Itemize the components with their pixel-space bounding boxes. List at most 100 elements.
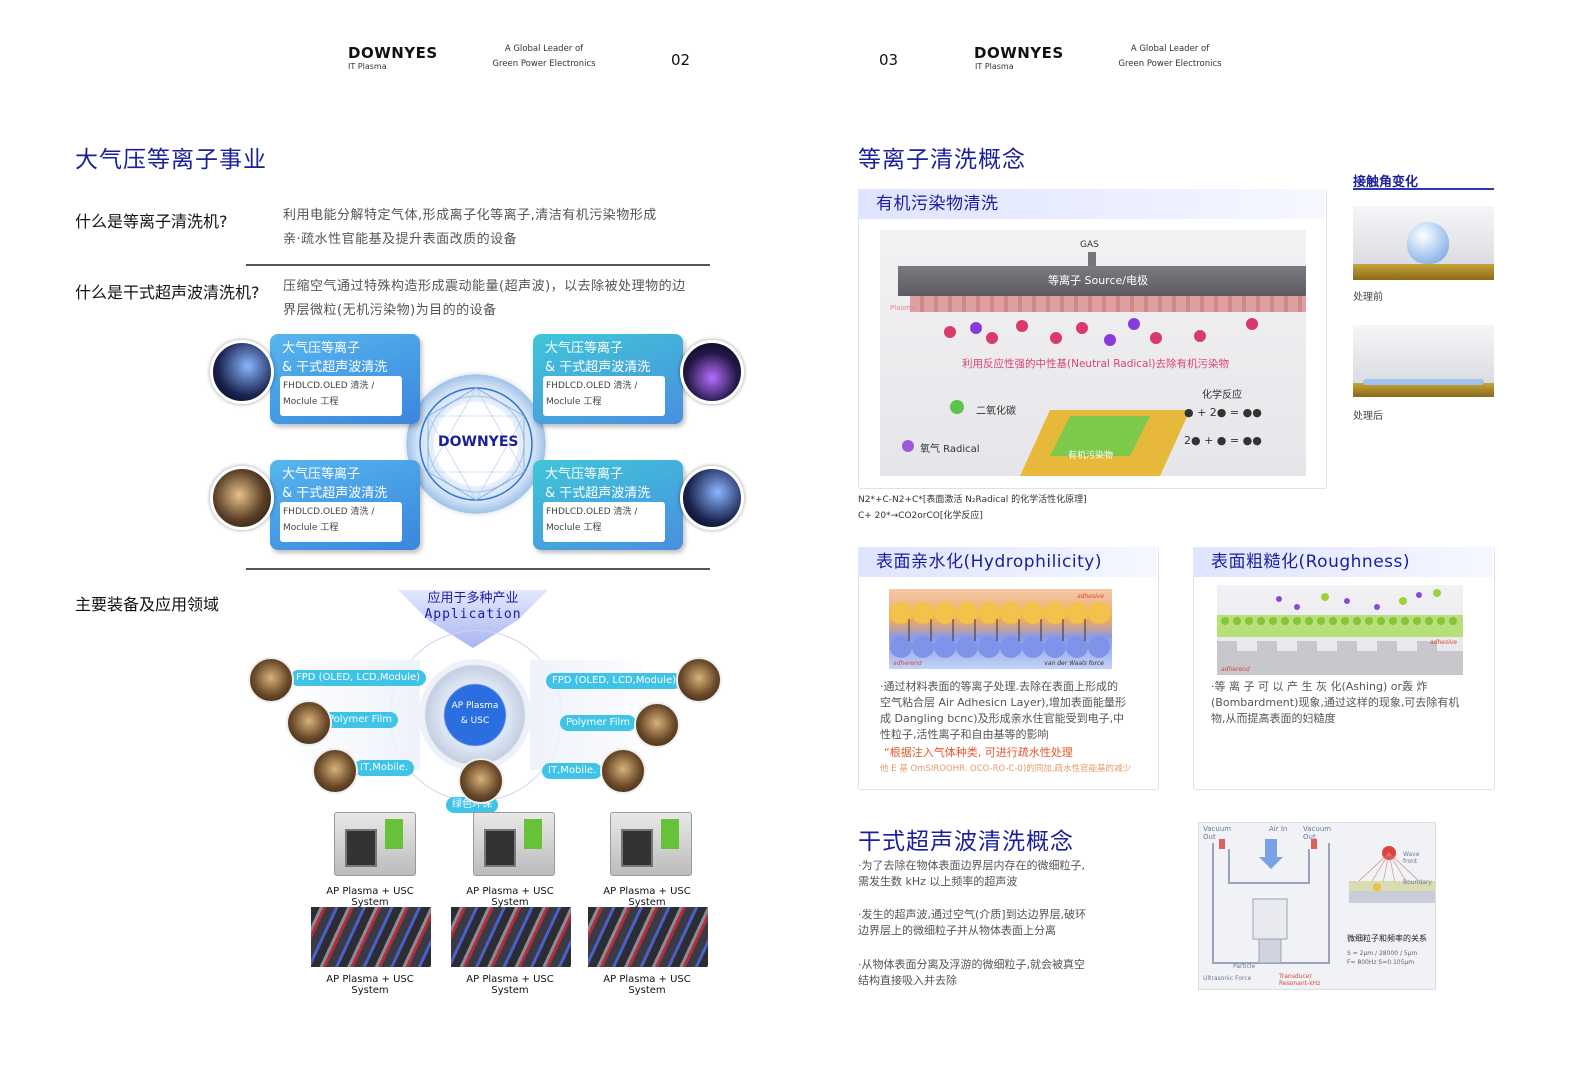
contaminant-label: 有机污染物: [1068, 451, 1114, 461]
divider: [246, 568, 710, 570]
equipment-photo: [458, 758, 504, 804]
equipment-photo: [676, 657, 722, 703]
contaminant-layer: [1020, 410, 1190, 476]
badge-line: & USC: [460, 716, 490, 726]
dry-line: ·为了去除在物体表面边界层内存在的微细粒子,: [858, 859, 1085, 872]
system-caption: AP Plasma + USC System: [326, 886, 414, 908]
ultrasonic-force-label: Ultrasonic Force: [1203, 975, 1252, 982]
service-card: 大气压等离子& 干式超声波清洗 FHDLCD.OLED 清洗 /Moclule …: [270, 334, 420, 424]
ultrasonic-diagram: Vacuum Out Air In Vacuum Out Wave front …: [1198, 822, 1436, 990]
tagline: A Global Leader of Green Power Electroni…: [1114, 42, 1226, 72]
page-number: 02: [671, 51, 691, 69]
hydro-diagram: adhesive adherend van der Waals force: [889, 589, 1112, 669]
card-sub-line: Moclule 工程: [546, 523, 602, 533]
app-pill: FPD (OLED, LCD,Module): [546, 673, 683, 689]
answer-plasma: 利用电能分解特定气体,形成离子化等离子,清洁有机污染物形成 亲·疏水性官能基及提…: [283, 204, 723, 252]
card-sub-line: FHDLCD.OLED 清洗 /: [283, 381, 375, 391]
question-ultrasonic: 什么是干式超声波清洗机?: [75, 283, 260, 302]
equipment-photo: [680, 340, 744, 404]
hydro-small-note: 他 E 基 OmSIROOHR. OCO-RO-C-0)的同加,疏水性官能基的减…: [880, 764, 1131, 774]
card-sub-line: Moclule 工程: [546, 397, 602, 407]
contact-underline: [1353, 188, 1494, 190]
application-label: 应用于多种产业 Application: [398, 591, 548, 623]
co2-label: 二氧化碳: [976, 406, 1016, 417]
dry-paragraph: ·发生的超声波,通过空气(介质]到达边界层,破环 边界层上的微细粒子并从物体表面…: [858, 907, 1148, 939]
hydro-desc-line: ·通过材料表面的等离子处理.去除在表面上形成的: [880, 680, 1118, 693]
hydro-heading: 表面亲水化(Hydrophilicity): [858, 547, 1157, 577]
substrate: [1353, 264, 1494, 280]
dry-line: ·发生的超声波,通过空气(介质]到达边界层,破环: [858, 908, 1087, 921]
before-label: 处理前: [1353, 292, 1383, 303]
answer-line: 亲·疏水性官能基及提升表面改质的设备: [283, 232, 518, 247]
plasma-label: Plasma: [890, 304, 916, 312]
radical-text: 利用反应性强的中性基(Neutral Radical)去除有机污染物: [962, 358, 1229, 370]
boundary-bar: [1349, 891, 1435, 903]
card-sub-line: FHDLCD.OLED 清洗 /: [283, 507, 375, 517]
formula-2: C+ 20*→CO2orCO[化学反应]: [858, 511, 983, 521]
relation-label: 微细粒子和频率的关系: [1347, 934, 1427, 943]
vdw-label: van der Waals force: [1044, 660, 1104, 667]
dry-line: 需发生数 kHz 以上频率的超声波: [858, 875, 1018, 888]
oxygen-label: 氧气 Radical: [920, 444, 980, 455]
card-sub-line: Moclule 工程: [283, 397, 339, 407]
tagline-line-1: A Global Leader of: [504, 44, 584, 54]
reaction-formula: 2● + ● = ●●: [1184, 434, 1262, 447]
brand-sub: IT Plasma: [348, 62, 387, 71]
wave-drawing: [1349, 846, 1435, 893]
equipment-photo: [286, 700, 332, 746]
equipment-photo: [600, 748, 646, 794]
center-logo-ring: DOWNYES: [406, 374, 546, 514]
vacuum-out-label: Vacuum Out: [1203, 825, 1232, 841]
app-pill: IT,Mobile.: [354, 760, 415, 776]
answer-line: 压缩空气通过特殊构造形成震动能量(超声波)，以去除被处理物的边: [283, 279, 686, 294]
system-caption: AP Plasma + USC System: [466, 974, 554, 996]
brand-logo: DOWNYES: [348, 44, 438, 62]
rough-desc-line: 物,从而提高表面的妇糙度: [1211, 712, 1336, 725]
transducer-label: Transducer Resonant-kHz: [1279, 973, 1321, 987]
system-caption: AP Plasma + USC System: [326, 974, 414, 996]
tagline: A Global Leader of Green Power Electroni…: [488, 42, 600, 72]
process-photo: [588, 907, 708, 967]
app-pill: FPD (OLED, LCD,Module): [290, 670, 427, 686]
equipment-photo: [210, 466, 274, 530]
answer-line: 界层微粒(无机污染物)为目的的设备: [283, 303, 497, 318]
reaction-formula: ● + 2● = ●●: [1184, 406, 1262, 419]
rough-molecules: [1217, 589, 1463, 675]
page-title: 等离子清洗概念: [858, 147, 1026, 173]
co2-icon: [950, 400, 964, 414]
app-pill: Polymer Film: [322, 712, 398, 728]
plasma-source-bar: [898, 266, 1306, 296]
rough-heading: 表面粗糙化(Roughness): [1193, 547, 1493, 577]
contact-heading: 接触角变化: [1353, 175, 1419, 190]
service-card: 大气压等离子& 干式超声波清洗 FHDLCD.OLED 清洗 /Moclule …: [533, 334, 683, 424]
reaction-title: 化学反应: [1202, 390, 1242, 401]
tagline-line-2: Green Power Electronics: [1118, 59, 1222, 69]
equipment-photo: [210, 340, 274, 404]
hydro-red-note: “根据注入气体种类, 可进行疏水性处理: [884, 746, 1073, 759]
rough-diagram: adhesive adherend: [1217, 585, 1463, 675]
rough-desc-line: ·等 离 子 可 以 产 生 灰 化(Ashing) or轰 炸: [1211, 680, 1428, 693]
card-title: 大气压等离子: [545, 467, 624, 482]
organic-diagram: GAS 等离子 Source/电极 Plasma 利用反应性强的中性基(Neut…: [880, 230, 1306, 476]
dry-paragraph: ·从物体表面分离及浮游的微细粒子,就会被真空 结构直接吸入并去除: [858, 957, 1148, 989]
page-title: 大气压等离子事业: [75, 147, 267, 173]
adhesive-label: adhesive: [1076, 593, 1104, 600]
process-photo: [311, 907, 431, 967]
application-label-cn: 应用于多种产业: [427, 591, 519, 606]
card-subtitle: FHDLCD.OLED 清洗 /Moclule 工程: [543, 502, 665, 542]
after-image: [1353, 325, 1494, 397]
application-label-en: Application: [424, 607, 522, 622]
dry-line: ·从物体表面分离及浮游的微细粒子,就会被真空: [858, 958, 1085, 971]
source-label: 等离子 Source/电极: [1048, 274, 1148, 287]
boundary-label: Boundary: [1403, 879, 1432, 886]
machine-image: [473, 812, 555, 876]
gas-label: GAS: [1080, 240, 1099, 250]
card-subtitle: FHDLCD.OLED 清洗 / Moclule 工程: [543, 376, 665, 416]
app-pill: IT,Mobile.: [542, 763, 603, 779]
adherend-label: adherend: [1221, 666, 1250, 673]
card-title: 大气压等离子: [282, 467, 361, 482]
card-sub-line: FHDLCD.OLED 清洗 /: [546, 381, 638, 391]
hydro-desc-line: 成 Dangling bcnc)及形成亲水住官能受到电子,中: [880, 712, 1125, 725]
page-number: 03: [879, 51, 899, 69]
